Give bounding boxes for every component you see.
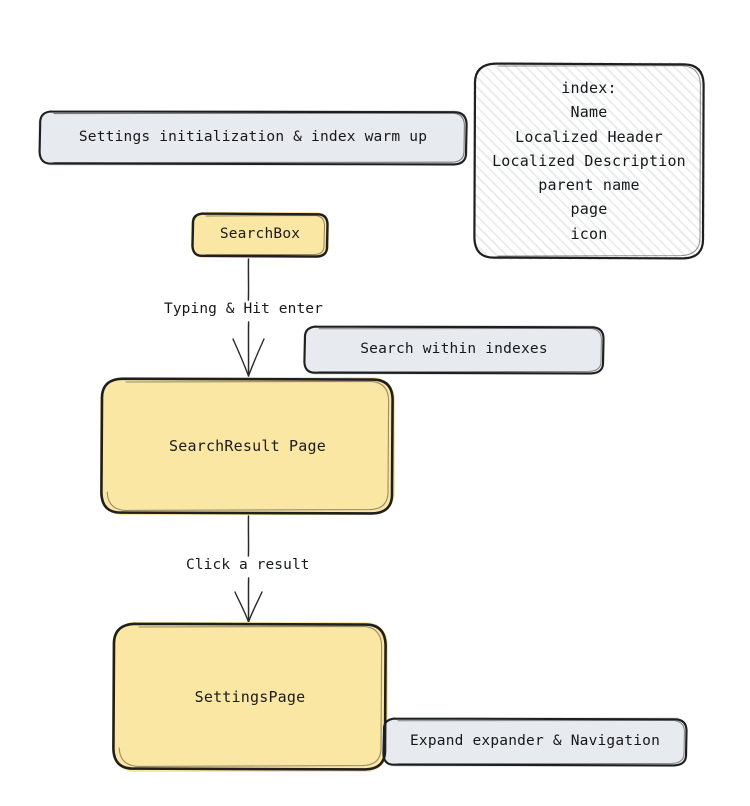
note-search-within-indexes[interactable]: Search within indexes xyxy=(303,325,605,375)
node-searchresult-page-label: SearchResult Page xyxy=(169,436,326,455)
edge-searchresult-to-settings xyxy=(234,515,263,623)
note-settings-initialization[interactable]: Settings initialization & index warm up xyxy=(38,110,468,166)
note-expand-expander-navigation[interactable]: Expand expander & Navigation xyxy=(382,717,688,767)
edge-searchbox-to-searchresult xyxy=(232,258,265,377)
node-searchbox-label: SearchBox xyxy=(219,226,301,243)
node-searchbox[interactable]: SearchBox xyxy=(191,212,329,258)
note-search-within-indexes-label: Search within indexes xyxy=(360,341,548,358)
note-expand-expander-navigation-label: Expand expander & Navigation xyxy=(409,733,661,750)
node-settings-page[interactable]: SettingsPage xyxy=(112,622,388,772)
node-settings-page-label: SettingsPage xyxy=(194,687,306,706)
note-settings-initialization-label: Settings initialization & index warm up xyxy=(78,129,428,146)
note-index-schema[interactable]: index: Name Localized Header Localized D… xyxy=(473,62,705,260)
note-index-schema-label: index: Name Localized Header Localized D… xyxy=(492,78,686,243)
node-searchresult-page[interactable]: SearchResult Page xyxy=(100,377,395,515)
